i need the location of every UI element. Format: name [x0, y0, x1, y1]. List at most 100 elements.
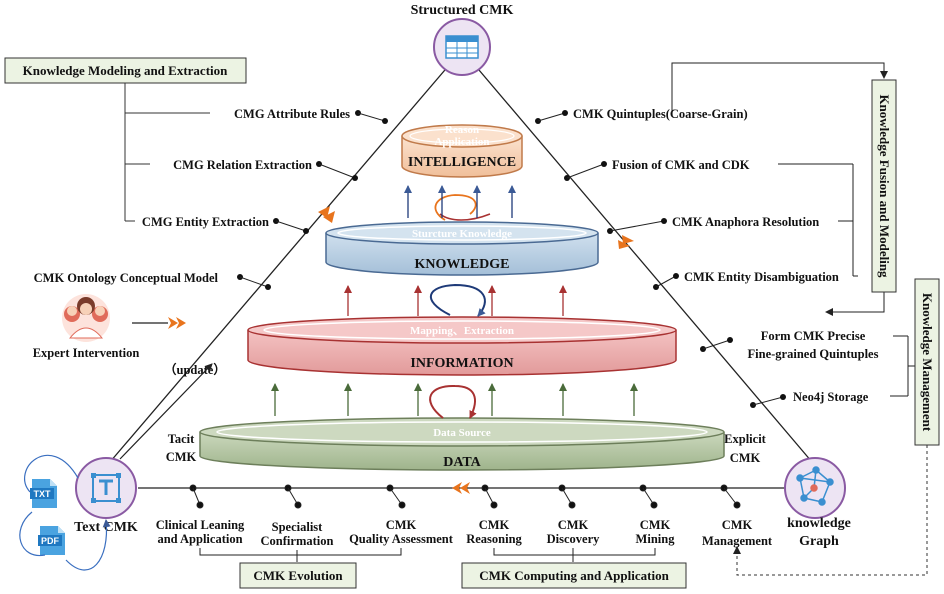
file-loop-bottom — [65, 519, 111, 571]
svg-text:Knowledge Fusion and Modeling: Knowledge Fusion and Modeling — [877, 94, 892, 278]
management-dashed-arrow — [733, 445, 928, 576]
svg-text:CMK Anaphora Resolution: CMK Anaphora Resolution — [672, 215, 819, 229]
svg-text:Reason: Reason — [445, 124, 479, 136]
left-item-attribute-rules: CMG Attribute Rules — [234, 107, 388, 124]
bottom-item-mining-1: CMK — [640, 518, 671, 532]
green-arrows — [271, 383, 638, 416]
svg-text:INTELLIGENCE: INTELLIGENCE — [408, 155, 516, 170]
bottom-item-discovery-1: CMK — [558, 518, 589, 532]
svg-text:knowledge: knowledge — [787, 516, 851, 531]
tacit-label-1: Tacit — [168, 432, 195, 446]
information-layer: Mapping、Extraction INFORMATION — [247, 316, 677, 376]
knowledge-graph-node: knowledge Graph — [784, 457, 851, 549]
right-item-disambiguation: CMK Entity Disambiguation — [653, 270, 839, 290]
computing-bracket — [493, 548, 656, 562]
top-title: Structured CMK — [411, 3, 514, 18]
explicit-label-1: Explicit — [724, 432, 767, 446]
right-item-anaphora: CMK Anaphora Resolution — [607, 215, 819, 234]
text-icon — [91, 473, 121, 503]
info-cycle-arrow — [429, 283, 486, 317]
file-loop-top — [24, 454, 79, 493]
fusion-box: Knowledge Fusion and Modeling — [871, 79, 897, 293]
table-icon — [445, 35, 479, 59]
bottom-item-reasoning-1: CMK — [479, 518, 510, 532]
bottom-item-mining-2: Mining — [636, 532, 676, 546]
knowledge-cycle-under — [439, 213, 491, 221]
evolution-bracket — [199, 548, 402, 562]
precise-item: Form CMK Precise Fine-grained Quintuples — [700, 329, 879, 361]
svg-text:Mapping、Extraction: Mapping、Extraction — [410, 325, 514, 337]
bottom-item-specialist-1: Specialist — [272, 520, 324, 534]
data-layer: Data Source DATA — [199, 417, 725, 471]
svg-text:KNOWLEDGE: KNOWLEDGE — [415, 257, 510, 272]
svg-text:Knowledge Management: Knowledge Management — [920, 293, 935, 432]
intelligence-layer: Reason Application INTELLIGENCE — [401, 124, 523, 178]
svg-text:CMK Evolution: CMK Evolution — [253, 568, 343, 583]
bottom-item-clinical-1: Clinical Leaning — [156, 518, 245, 532]
bottom-connectors — [189, 484, 741, 509]
svg-text:Fusion of CMK and CDK: Fusion of CMK and CDK — [612, 158, 750, 172]
svg-text:CMK Entity Disambiguation: CMK Entity Disambiguation — [684, 270, 839, 284]
bottom-item-quality-1: CMK — [386, 518, 417, 532]
svg-text:Graph: Graph — [799, 534, 839, 549]
base-arrow — [452, 482, 470, 494]
ontology-item: CMK Ontology Conceptual Model — [34, 271, 271, 290]
svg-text:CMK Computing and Application: CMK Computing and Application — [479, 568, 669, 583]
svg-text:CMG Entity Extraction: CMG Entity Extraction — [142, 215, 269, 229]
management-bracket — [890, 335, 915, 397]
blue-arrows — [404, 185, 516, 218]
tacit-label-2: CMK — [166, 450, 197, 464]
svg-text:TXT: TXT — [34, 489, 52, 499]
svg-text:CMK Quintuples(Coarse-Grain): CMK Quintuples(Coarse-Grain) — [573, 107, 748, 121]
management-box: Knowledge Management — [914, 278, 940, 446]
knowledge-modeling-box: Knowledge Modeling and Extraction — [4, 57, 247, 222]
update-arrow — [119, 363, 213, 460]
evolution-box: CMK Evolution — [239, 562, 357, 589]
svg-text:Data Source: Data Source — [433, 427, 491, 439]
svg-text:INFORMATION: INFORMATION — [410, 356, 513, 371]
left-edge-arrow — [318, 206, 335, 223]
svg-text:CMG Attribute Rules: CMG Attribute Rules — [234, 107, 350, 121]
file-loop-left — [19, 511, 46, 557]
svg-text:Fine-grained Quintuples: Fine-grained Quintuples — [748, 347, 879, 361]
svg-text:Application: Application — [434, 136, 489, 148]
graph-icon — [796, 466, 834, 506]
bottom-item-quality-2: Quality Assessment — [349, 532, 454, 546]
update-label: （update） — [164, 362, 226, 377]
expert-arrow — [168, 317, 186, 329]
bottom-item-discovery-2: Discovery — [547, 532, 601, 546]
fusion-bracket — [671, 62, 888, 316]
pdf-file-icon: PDF — [38, 526, 65, 555]
bottom-item-clinical-2: and Application — [157, 532, 242, 546]
data-cycle-arrow — [429, 384, 477, 419]
svg-text:Sturcture Knowledge: Sturcture Knowledge — [412, 228, 512, 240]
knowledge-cycle-arrow — [434, 194, 477, 221]
svg-text:DATA: DATA — [443, 455, 481, 470]
neo4j-item: Neo4j Storage — [750, 390, 869, 408]
structured-cmk-node: Structured CMK — [411, 3, 514, 76]
left-item-entity-extraction: CMG Entity Extraction — [142, 215, 309, 234]
right-item-fusion: Fusion of CMK and CDK — [564, 158, 750, 181]
expert-label: Expert Intervention — [33, 346, 140, 360]
bottom-item-reasoning-2: Reasoning — [466, 532, 522, 546]
bottom-item-management-1: CMK — [722, 518, 753, 532]
svg-text:Neo4j Storage: Neo4j Storage — [793, 390, 869, 404]
svg-text:CMK Ontology Conceptual Model: CMK Ontology Conceptual Model — [34, 271, 219, 285]
svg-text:Knowledge Modeling and Extract: Knowledge Modeling and Extraction — [23, 63, 229, 78]
computing-box: CMK Computing and Application — [461, 562, 687, 589]
left-item-relation-extraction: CMG Relation Extraction — [173, 158, 358, 181]
svg-text:CMG Relation Extraction: CMG Relation Extraction — [173, 158, 312, 172]
bottom-item-management-2: Management — [702, 534, 773, 548]
txt-file-icon: TXT — [30, 479, 57, 508]
knowledge-layer: Sturcture Knowledge KNOWLEDGE — [325, 221, 599, 276]
text-cmk-node: Text CMK — [74, 457, 138, 535]
red-arrows — [344, 285, 567, 316]
right-item-quintuples: CMK Quintuples(Coarse-Grain) — [535, 107, 748, 124]
right-edge-arrow — [618, 235, 634, 249]
bottom-item-specialist-2: Confirmation — [261, 534, 334, 548]
expert-icon — [62, 294, 110, 342]
svg-text:Form CMK Precise: Form CMK Precise — [761, 329, 866, 343]
svg-text:PDF: PDF — [41, 536, 60, 546]
